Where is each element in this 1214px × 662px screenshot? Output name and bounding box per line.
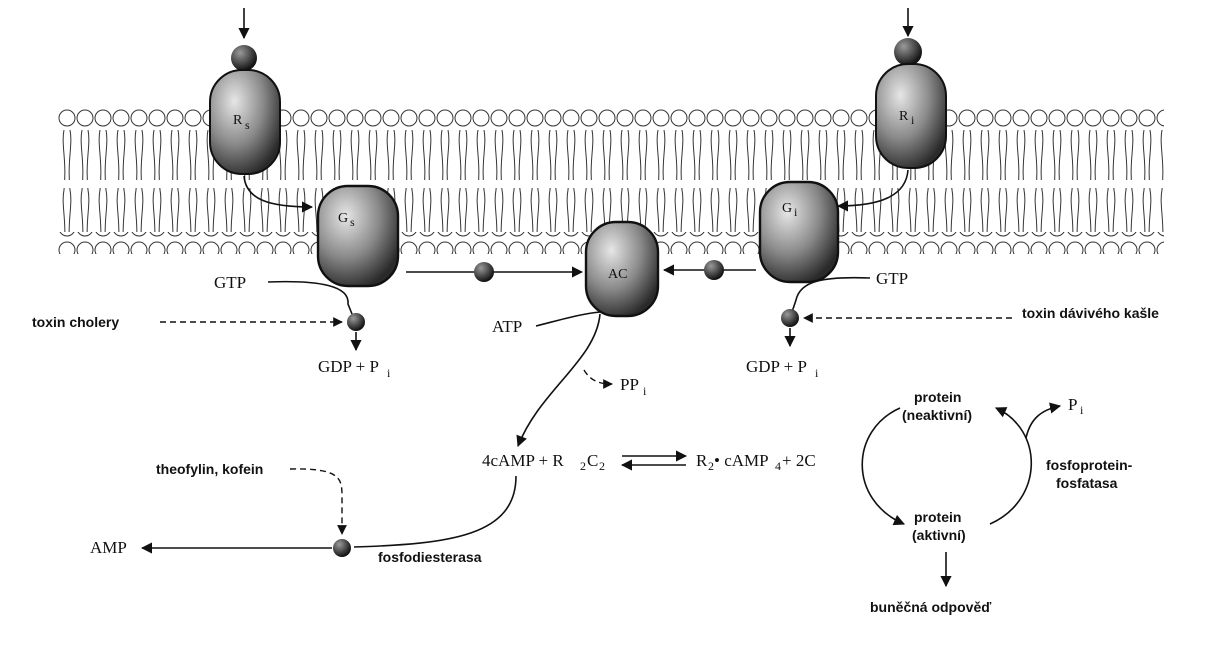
camp-to-pde-line [354, 476, 516, 547]
svg-text:i: i [815, 366, 819, 380]
svg-text:2: 2 [599, 459, 605, 473]
g-protein-gi: G i [760, 182, 838, 282]
svg-text:G: G [782, 201, 792, 216]
svg-text:GDP + P: GDP + P [746, 357, 807, 376]
receptor-ri: R i [876, 64, 946, 168]
svg-text:R: R [899, 109, 909, 124]
svg-text:4cAMP + R: 4cAMP + R [482, 451, 564, 470]
svg-text:(neaktivní): (neaktivní) [902, 407, 972, 423]
ac-to-camp-arrow [518, 314, 600, 446]
svg-text:s: s [350, 215, 355, 229]
equilibrium-arrows [622, 456, 686, 465]
svg-text:AC: AC [608, 267, 627, 282]
deactivation-arc [990, 408, 1031, 524]
camp-equation: 4cAMP + R 2 C 2 R 2 • cAMP 4 + 2C [482, 451, 816, 473]
svg-text:i: i [1080, 403, 1084, 417]
gs-alpha-subunit [474, 262, 494, 282]
ligand-right [894, 38, 922, 66]
svg-text:fosfoprotein-: fosfoprotein- [1046, 457, 1133, 473]
svg-text:protein: protein [914, 389, 961, 405]
atp-label: ATP [492, 317, 522, 336]
pi-right-label: P i [1068, 395, 1084, 417]
amp-label: AMP [90, 538, 127, 557]
toxin-pertussis-label: toxin dávivého kašle [1022, 305, 1159, 321]
svg-text:GDP + P: GDP + P [318, 357, 379, 376]
adenylate-cyclase: AC [586, 222, 658, 316]
theophylline-arrow [290, 469, 342, 534]
cell-response-label: buněčná odpověď [870, 599, 992, 615]
ppi-label: PP i [620, 375, 647, 398]
theophylline-label: theofylin, kofein [156, 461, 263, 477]
gtp-left-label: GTP [214, 273, 246, 292]
pi-release-arrow [1026, 406, 1060, 438]
protein-active-label: protein (aktivní) [912, 509, 966, 543]
svg-text:s: s [245, 118, 250, 132]
protein-inactive-label: protein (neaktivní) [902, 389, 972, 423]
gi-alpha-subunit [704, 260, 724, 280]
gtp-left-line [268, 282, 352, 314]
svg-text:(aktivní): (aktivní) [912, 527, 966, 543]
activation-arc [862, 408, 904, 524]
ligand-left [231, 45, 257, 71]
svg-text:C: C [587, 451, 598, 470]
gdp-left-label: GDP + P i [318, 357, 391, 380]
ppi-arrow [584, 370, 612, 384]
gdp-right-label: GDP + P i [746, 357, 819, 380]
svg-text:fosfatasa: fosfatasa [1056, 475, 1118, 491]
svg-text:R: R [696, 451, 708, 470]
svg-text:2: 2 [580, 459, 586, 473]
svg-text:P: P [1068, 395, 1077, 414]
gdp-ball-left [347, 313, 365, 331]
svg-text:PP: PP [620, 375, 639, 394]
svg-text:4: 4 [775, 459, 781, 473]
svg-text:+ 2C: + 2C [782, 451, 816, 470]
svg-text:• cAMP: • cAMP [714, 451, 769, 470]
atp-line [536, 312, 600, 326]
svg-text:i: i [387, 366, 391, 380]
svg-text:protein: protein [914, 509, 961, 525]
gdp-ball-right [781, 309, 799, 327]
receptor-rs: R s [210, 70, 280, 174]
svg-text:R: R [233, 113, 243, 128]
phosphodiesterase-label: fosfodiesterasa [378, 549, 482, 565]
phosphodiesterase-ball [333, 539, 351, 557]
toxin-cholera-label: toxin cholery [32, 314, 119, 330]
phosphatase-label: fosfoprotein- fosfatasa [1046, 457, 1133, 491]
svg-text:G: G [338, 211, 348, 226]
svg-text:i: i [643, 384, 647, 398]
gtp-right-label: GTP [876, 269, 908, 288]
g-protein-gs: G s [318, 186, 398, 286]
